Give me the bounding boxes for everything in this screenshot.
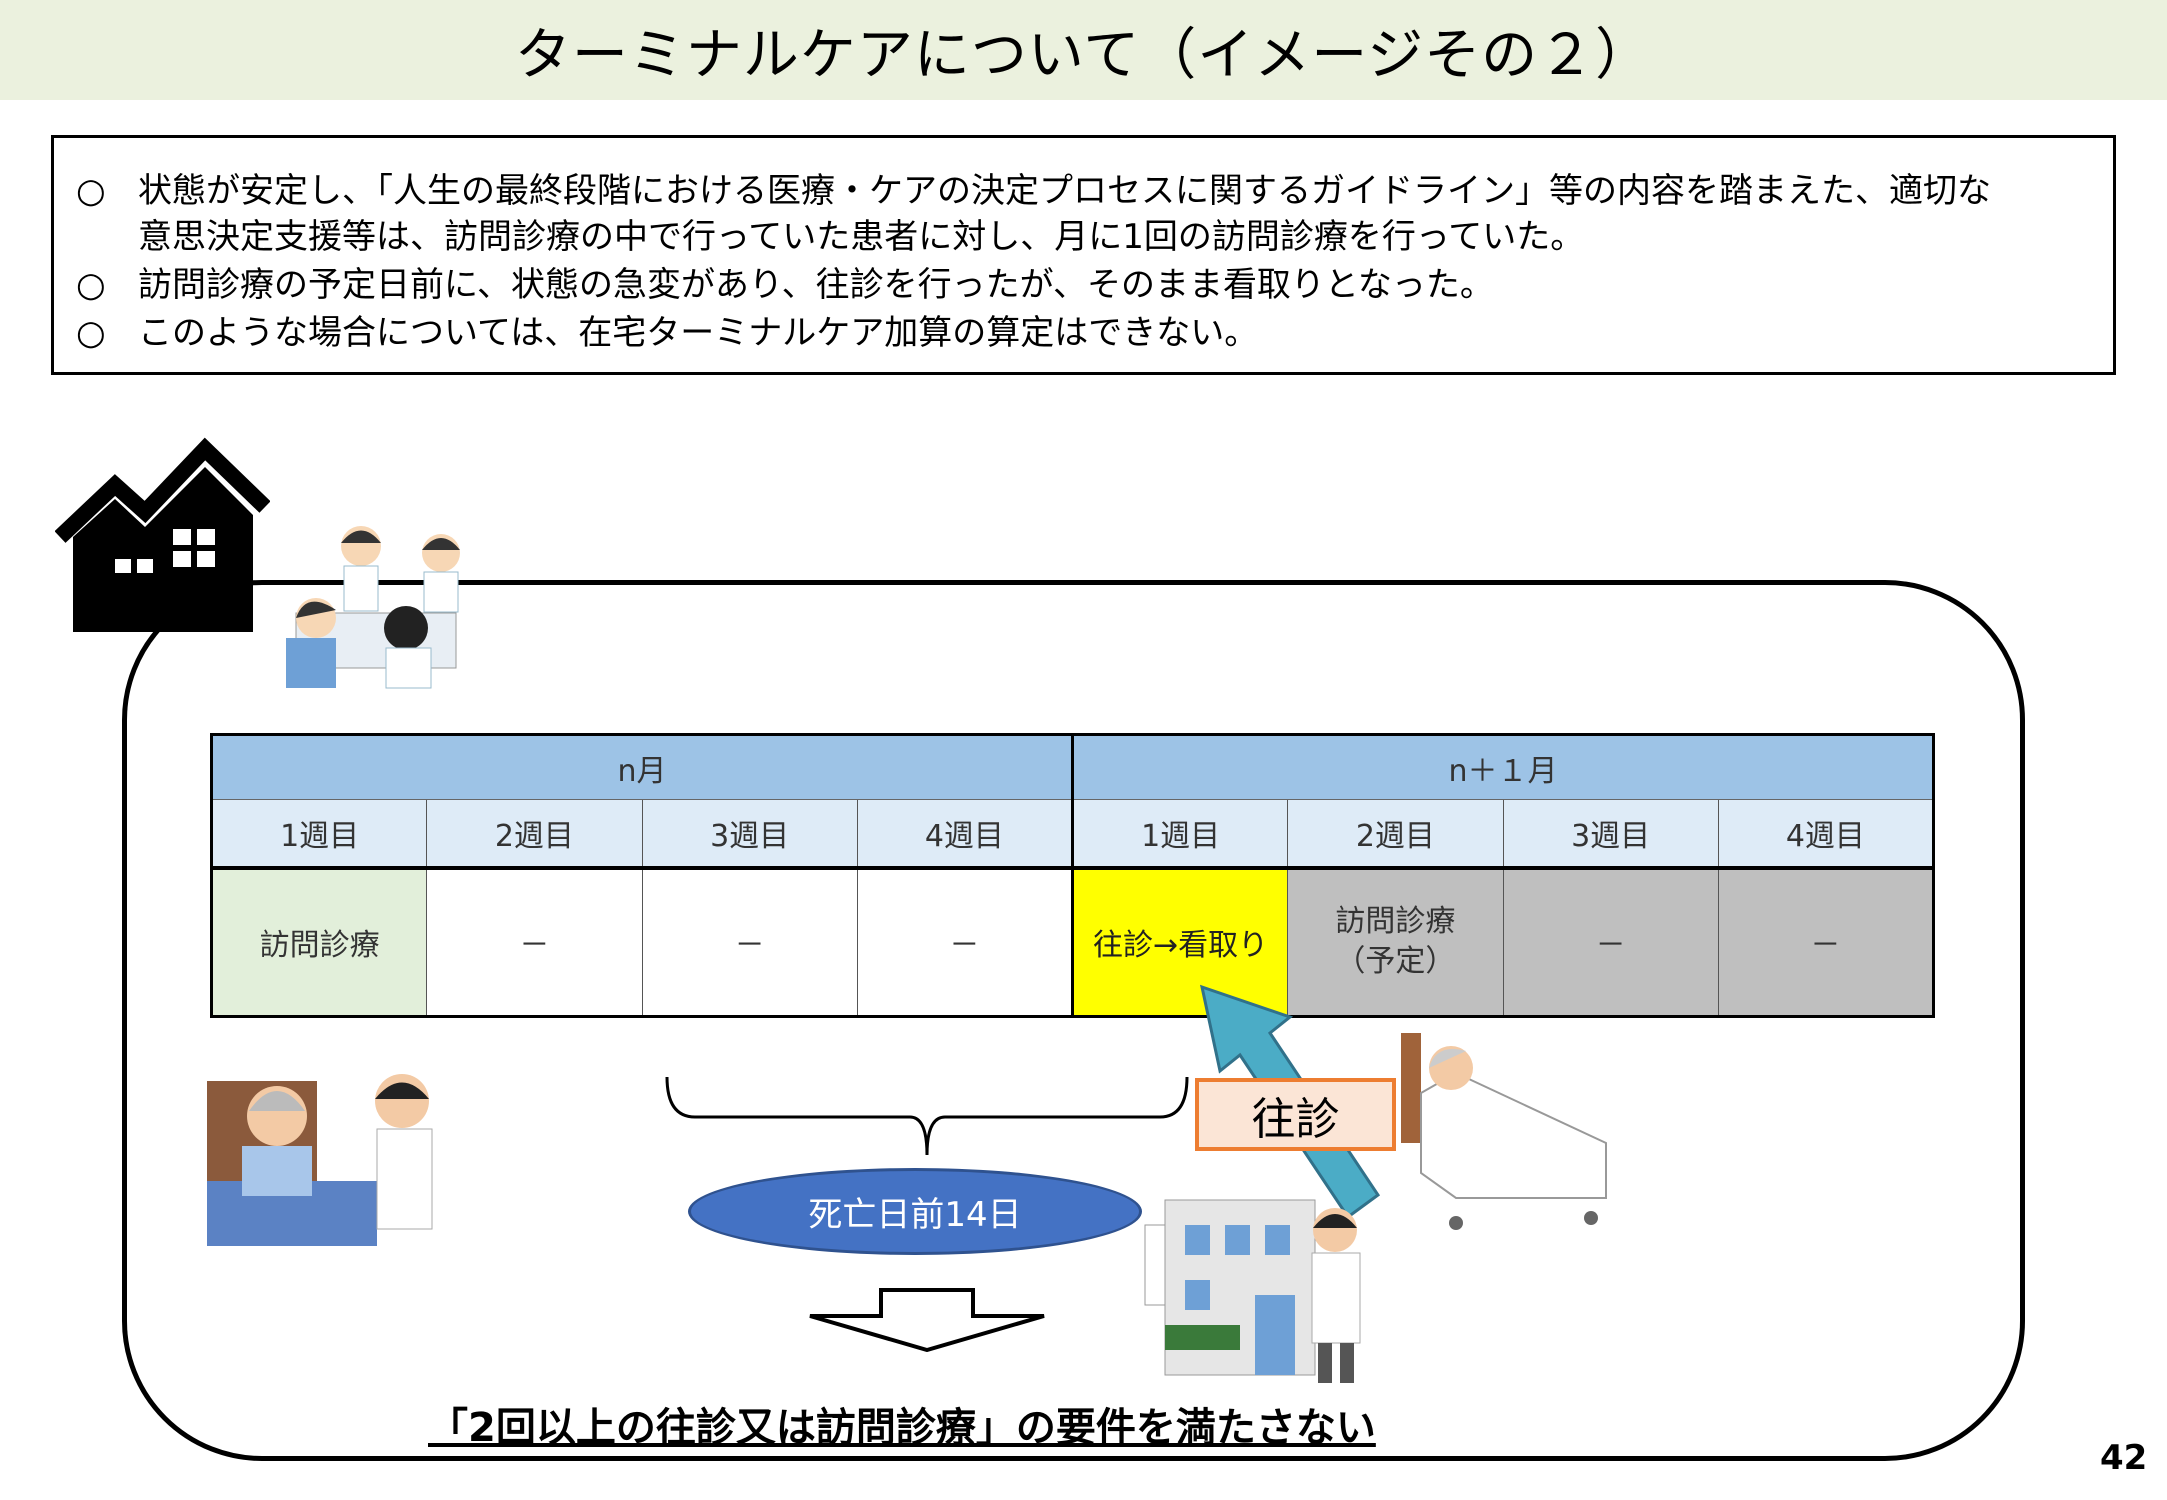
bullet-mark: ○ <box>76 313 106 353</box>
bullet-3: ○ このような場合については、在宅ターミナルケア加算の算定はできない。 <box>76 310 2113 356</box>
summary-box: ○ 状態が安定し、「人生の最終段階における医療・ケアの決定プロセスに関するガイドラ… <box>51 135 2116 375</box>
schedule-cell: － <box>1717 867 1935 1017</box>
patient-in-bed-illustration <box>1401 1033 1607 1230</box>
patient-doctor-illustration <box>207 1074 433 1246</box>
page-number: 42 <box>2100 1438 2148 1478</box>
schedule-cell: － <box>426 867 643 1017</box>
conclusion-text: 「2回以上の往診又は訪問診療」の要件を満たさない <box>428 1405 1376 1451</box>
week-header: 2週目 <box>426 799 643 868</box>
visit-schedule-table: n月 n＋１月 1週目 2週目 3週目 4週目 1週目 2週目 3週目 4週目 … <box>210 733 1935 1018</box>
bullet-1: ○ 状態が安定し、「人生の最終段階における医療・ケアの決定プロセスに関するガイドラ… <box>76 168 2113 214</box>
clinic-doctor-illustration <box>1144 1199 1361 1383</box>
home-frame <box>122 580 2025 1461</box>
month-header-n-plus-1: n＋１月 <box>1072 734 1934 800</box>
week-header: 3週目 <box>1502 799 1719 868</box>
week-header: 3週目 <box>641 799 858 868</box>
schedule-cell-emergency: 往診→看取り <box>1071 867 1289 1017</box>
week-header: 1週目 <box>210 799 428 868</box>
brace-icon <box>665 1076 1189 1156</box>
bullet-2: ○ 訪問診療の予定日前に、状態の急変があり、往診を行ったが、そのまま看取りとなった… <box>76 262 2113 308</box>
bullet-text: 状態が安定し、「人生の最終段階における医療・ケアの決定プロセスに関するガイドライ… <box>138 171 1991 211</box>
schedule-cell: － <box>641 867 858 1017</box>
bullet-1-cont: 意思決定支援等は、訪問診療の中で行っていた患者に対し、月に1回の訪問診療を行って… <box>138 217 1585 257</box>
bullet-mark: ○ <box>76 265 106 305</box>
schedule-cell: 訪問診療 <box>210 867 428 1017</box>
house-icon <box>55 437 270 632</box>
down-arrow-icon <box>809 1288 1045 1352</box>
week-header: 1週目 <box>1071 799 1289 868</box>
month-header-n: n月 <box>211 734 1074 800</box>
care-team-meeting-illustration <box>286 526 460 689</box>
title-band: ターミナルケアについて（イメージその２） <box>0 0 2167 100</box>
schedule-cell-planned: 訪問診療 （予定） <box>1287 867 1504 1017</box>
schedule-cell: － <box>856 867 1075 1017</box>
week-header: 4週目 <box>1717 799 1935 868</box>
death-14-days-label: 死亡日前14日 <box>688 1168 1142 1255</box>
week-header: 4週目 <box>856 799 1075 868</box>
page-title: ターミナルケアについて（イメージその２） <box>514 22 1653 88</box>
house-call-label: 往診 <box>1195 1078 1396 1151</box>
bullet-text: 訪問診療の予定日前に、状態の急変があり、往診を行ったが、そのまま看取りとなった。 <box>138 265 1494 305</box>
bullet-text: このような場合については、在宅ターミナルケア加算の算定はできない。 <box>138 313 1259 353</box>
bullet-mark: ○ <box>76 171 106 211</box>
week-header: 2週目 <box>1287 799 1504 868</box>
schedule-cell: － <box>1502 867 1719 1017</box>
